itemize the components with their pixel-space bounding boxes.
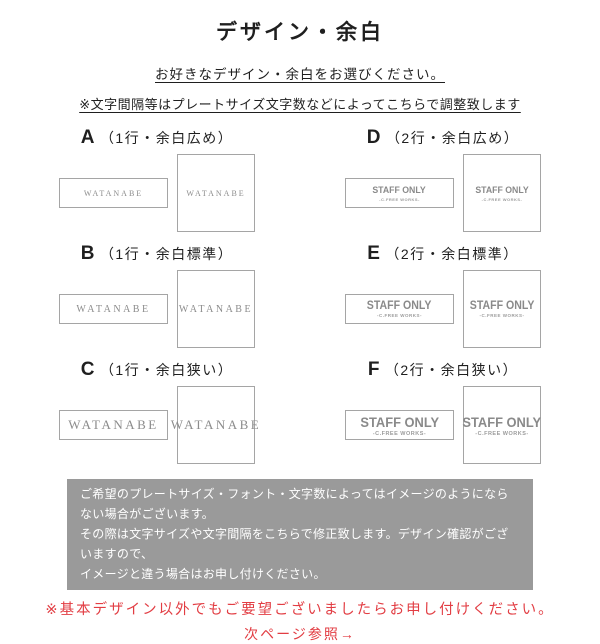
plate-subtext: -C.FREE WORKS-: [379, 196, 420, 202]
plate-horizontal-preview: WATANABE: [59, 294, 168, 324]
option-a-plates: WATANABE WATANABE: [26, 154, 288, 232]
page-subtitle: お好きなデザイン・余白をお選びください。: [155, 67, 445, 82]
plate-square-preview: WATANABE: [177, 154, 255, 232]
spacing-note: ※文字間隔等はプレートサイズ文字数などによってこちらで調整致します: [79, 97, 521, 112]
option-a-label: A （1行・余白広め）: [26, 127, 288, 149]
plate-subtext: -C.FREE WORKS-: [372, 430, 427, 437]
option-f-letter: F: [367, 359, 381, 380]
plate-horizontal-preview: WATANABE: [59, 410, 168, 440]
plate-text: WATANABE: [178, 303, 254, 315]
option-f-desc: （2行・余白狭い）: [384, 362, 519, 378]
option-c-label: C （1行・余白狭い）: [26, 359, 288, 381]
option-f-plates: STAFF ONLY -C.FREE WORKS- STAFF ONLY -C.…: [312, 386, 574, 464]
notice-box: ご希望のプレートサイズ・フォント・文字数によってはイメージのようにならない場合が…: [67, 479, 533, 590]
plate-horizontal-preview: STAFF ONLY -C.FREE WORKS-: [345, 410, 454, 440]
plate-text: WATANABE: [186, 188, 246, 198]
plate-square-preview: STAFF ONLY -C.FREE WORKS-: [463, 154, 541, 232]
plate-text: WATANABE: [76, 303, 151, 315]
option-c: C （1行・余白狭い） WATANABE WATANABE: [26, 359, 288, 464]
option-e-label: E （2行・余白標準）: [312, 243, 574, 265]
option-d: D （2行・余白広め） STAFF ONLY -C.FREE WORKS- ST…: [312, 127, 574, 232]
option-b-label: B （1行・余白標準）: [26, 243, 288, 265]
option-b: B （1行・余白標準） WATANABE WATANABE: [26, 243, 288, 348]
design-options-grid: A （1行・余白広め） WATANABE WATANABE D （2行・余白広め…: [26, 127, 574, 464]
option-d-plates: STAFF ONLY -C.FREE WORKS- STAFF ONLY -C.…: [312, 154, 574, 232]
plate-text: WATANABE: [68, 417, 159, 432]
plate-horizontal-preview: STAFF ONLY -C.FREE WORKS-: [345, 178, 454, 208]
option-e-desc: （2行・余白標準）: [385, 246, 519, 262]
plate-text: STAFF ONLY: [372, 184, 427, 196]
page-header: デザイン・余白 お好きなデザイン・余白をお選びください。 ※文字間隔等はプレート…: [0, 16, 600, 113]
plate-text: WATANABE: [170, 417, 262, 432]
plate-square-preview: STAFF ONLY -C.FREE WORKS-: [463, 386, 541, 464]
plate-horizontal-preview: WATANABE: [59, 178, 168, 208]
option-e-plates: STAFF ONLY -C.FREE WORKS- STAFF ONLY -C.…: [312, 270, 574, 348]
notice-line-1: ご希望のプレートサイズ・フォント・文字数によってはイメージのようにならない場合が…: [80, 487, 509, 521]
page-title: デザイン・余白: [216, 21, 384, 44]
option-d-desc: （2行・余白広め）: [385, 130, 520, 146]
plate-horizontal-preview: STAFF ONLY -C.FREE WORKS-: [345, 294, 454, 324]
plate-square-preview: WATANABE: [177, 270, 255, 348]
option-b-plates: WATANABE WATANABE: [26, 270, 288, 348]
plate-text: WATANABE: [83, 188, 144, 198]
plate-text: STAFF ONLY: [360, 413, 439, 430]
plate-subtext: -C.FREE WORKS-: [377, 313, 422, 318]
plate-square-preview: STAFF ONLY -C.FREE WORKS-: [463, 270, 541, 348]
plate-square-preview: WATANABE: [171, 386, 259, 464]
option-b-letter: B: [80, 243, 96, 264]
option-c-plates: WATANABE WATANABE: [26, 386, 288, 464]
notice-line-2: その際は文字サイズや文字間隔をこちらで修正致します。デザイン確認がございますので…: [80, 527, 509, 561]
option-f: F （2行・余白狭い） STAFF ONLY -C.FREE WORKS- ST…: [312, 359, 574, 464]
option-c-desc: （1行・余白狭い）: [99, 362, 234, 378]
plate-subtext: -C.FREE WORKS-: [481, 196, 523, 202]
option-a-desc: （1行・余白広め）: [99, 130, 234, 146]
option-a: A （1行・余白広め） WATANABE WATANABE: [26, 127, 288, 232]
plate-subtext: -C.FREE WORKS-: [475, 430, 529, 437]
option-a-letter: A: [80, 127, 96, 148]
option-b-desc: （1行・余白標準）: [99, 246, 234, 262]
option-e-letter: E: [367, 243, 381, 264]
plate-text: STAFF ONLY: [367, 300, 432, 312]
option-e: E （2行・余白標準） STAFF ONLY -C.FREE WORKS- ST…: [312, 243, 574, 348]
next-page-link: 次ページ参照→: [244, 626, 356, 642]
plate-subtext: -C.FREE WORKS-: [479, 313, 525, 318]
footer-warning: ※基本デザイン以外でもご要望ございましたらお申し付けください。: [45, 602, 555, 618]
option-d-label: D （2行・余白広め）: [312, 127, 574, 149]
option-f-label: F （2行・余白狭い）: [312, 359, 574, 381]
plate-text: STAFF ONLY: [475, 184, 529, 196]
option-c-letter: C: [80, 359, 96, 380]
option-d-letter: D: [366, 127, 382, 148]
plate-text: STAFF ONLY: [469, 300, 535, 312]
notice-line-3: イメージと違う場合はお申し付けください。: [80, 567, 326, 581]
plate-text: STAFF ONLY: [462, 413, 542, 430]
